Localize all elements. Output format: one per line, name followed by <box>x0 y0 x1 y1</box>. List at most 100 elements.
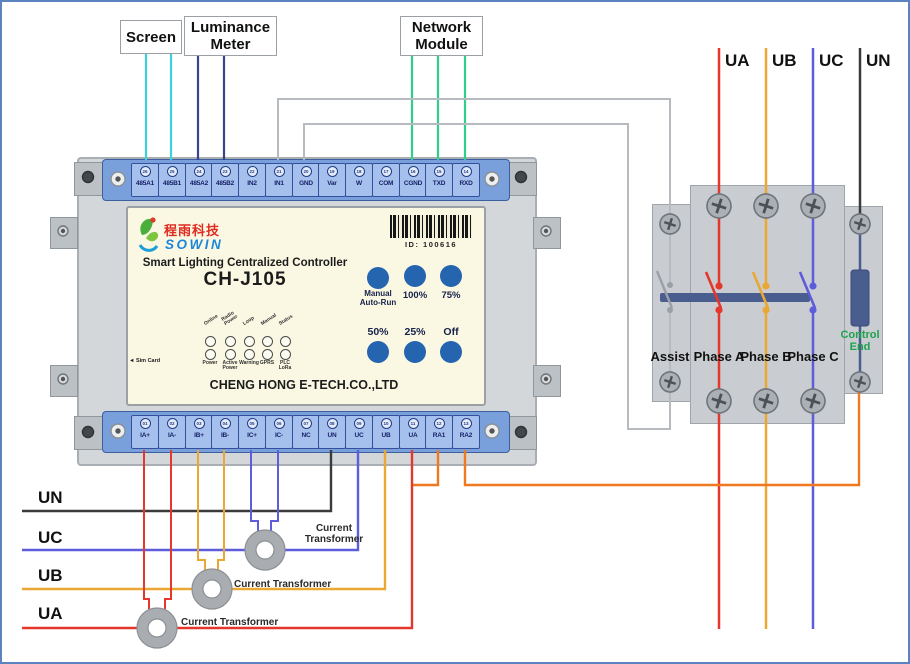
terminal-number: 15 <box>433 166 445 177</box>
line-label-ua: UA <box>38 604 63 623</box>
terminal-number: 19 <box>326 166 338 177</box>
terminal-label: UN <box>327 432 337 439</box>
terminal-label: GND <box>299 180 313 187</box>
terminal-number: 21 <box>273 166 285 177</box>
button-label-100: 100% <box>402 290 428 301</box>
led-indicator <box>280 336 291 347</box>
terminal-number: 11 <box>407 418 419 429</box>
terminal-number: 23 <box>219 166 231 177</box>
terminal-label: RA1 <box>432 432 446 439</box>
mount-tab <box>50 217 78 249</box>
terminal-number: 05 <box>246 418 258 429</box>
brand-logo-icon <box>138 217 159 252</box>
terminal-label: IN2 <box>247 180 257 187</box>
terminal-label: 485A1 <box>135 180 155 187</box>
led-indicator <box>244 336 255 347</box>
terminal-number: 14 <box>460 166 472 177</box>
line-label-un: UN <box>38 488 63 507</box>
led-indicator <box>225 336 236 347</box>
current-transformer-uc <box>244 529 286 571</box>
button-label-75: 75% <box>441 290 461 301</box>
terminal-number: 13 <box>460 418 472 429</box>
current-transformer-ua <box>136 607 178 649</box>
led-indicator <box>262 349 273 360</box>
wire-ia-plus <box>143 450 150 609</box>
terminal-number: 12 <box>433 418 445 429</box>
terminal-number: 20 <box>300 166 312 177</box>
terminal-label: RXD <box>459 180 473 187</box>
button-label-off: Off <box>443 326 459 338</box>
terminal-number: 06 <box>273 418 285 429</box>
ct-label-ub: Current Transformer <box>234 579 332 590</box>
terminal-label: IC+ <box>247 432 257 439</box>
terminal-label: TXD <box>432 180 446 187</box>
contactor-main-panel <box>690 185 845 424</box>
led-indicator <box>244 349 255 360</box>
terminal-number: 17 <box>380 166 392 177</box>
terminal-number: 03 <box>193 418 205 429</box>
terminal-label: COM <box>378 180 394 187</box>
led-indicator <box>262 336 273 347</box>
barcode-id: ID: 100616 <box>404 240 458 249</box>
terminal-number: 04 <box>219 418 231 429</box>
ct-label-uc: Current Transformer <box>304 523 364 545</box>
control-end-label: Control End <box>840 329 880 353</box>
feeder-label-un: UN <box>866 51 891 70</box>
terminal-label: CGND <box>403 180 423 187</box>
sim-card-label: ◄ Sim Card <box>129 358 161 364</box>
button-manual-autorun <box>367 267 389 289</box>
button-50 <box>367 341 389 363</box>
led-indicator <box>205 349 216 360</box>
button-label-50: 50% <box>367 326 389 338</box>
button-label-25: 25% <box>404 326 426 338</box>
terminal-label: UA <box>408 432 418 439</box>
assist-contact-panel <box>652 204 691 402</box>
feeder-label-uc: UC <box>819 51 844 70</box>
screen-label: Screen <box>125 28 177 46</box>
terminal-label: IN1 <box>274 180 284 187</box>
terminal-number: 08 <box>326 418 338 429</box>
terminal-number: 07 <box>300 418 312 429</box>
terminal-label: Var <box>327 180 337 187</box>
line-label-uc: UC <box>38 528 63 547</box>
network-module-label-box: Network Module <box>400 16 483 56</box>
led-label-bottom: Power <box>202 360 218 366</box>
terminal-label: UB <box>381 432 391 439</box>
current-transformer-ub <box>191 568 233 610</box>
network-label-line2: Module <box>415 36 468 53</box>
ct-label-ua: Current Transformer <box>181 617 279 628</box>
feeder-label-ua: UA <box>725 51 750 70</box>
luminance-label-line1: Luminance <box>190 19 271 36</box>
led-indicator <box>225 349 236 360</box>
line-label-ub: UB <box>38 566 63 585</box>
mount-tab <box>533 365 561 397</box>
device-model: CH-J105 <box>203 269 287 290</box>
terminal-number: 25 <box>166 166 178 177</box>
luminance-meter-label-box: Luminance Meter <box>184 16 277 56</box>
terminal-label: IB- <box>220 432 230 439</box>
terminal-number: 10 <box>380 418 392 429</box>
led-label-bottom: GPRS <box>259 360 275 366</box>
terminal-label: NC <box>301 432 311 439</box>
terminal-label: W <box>356 180 362 187</box>
button-75 <box>440 265 462 287</box>
